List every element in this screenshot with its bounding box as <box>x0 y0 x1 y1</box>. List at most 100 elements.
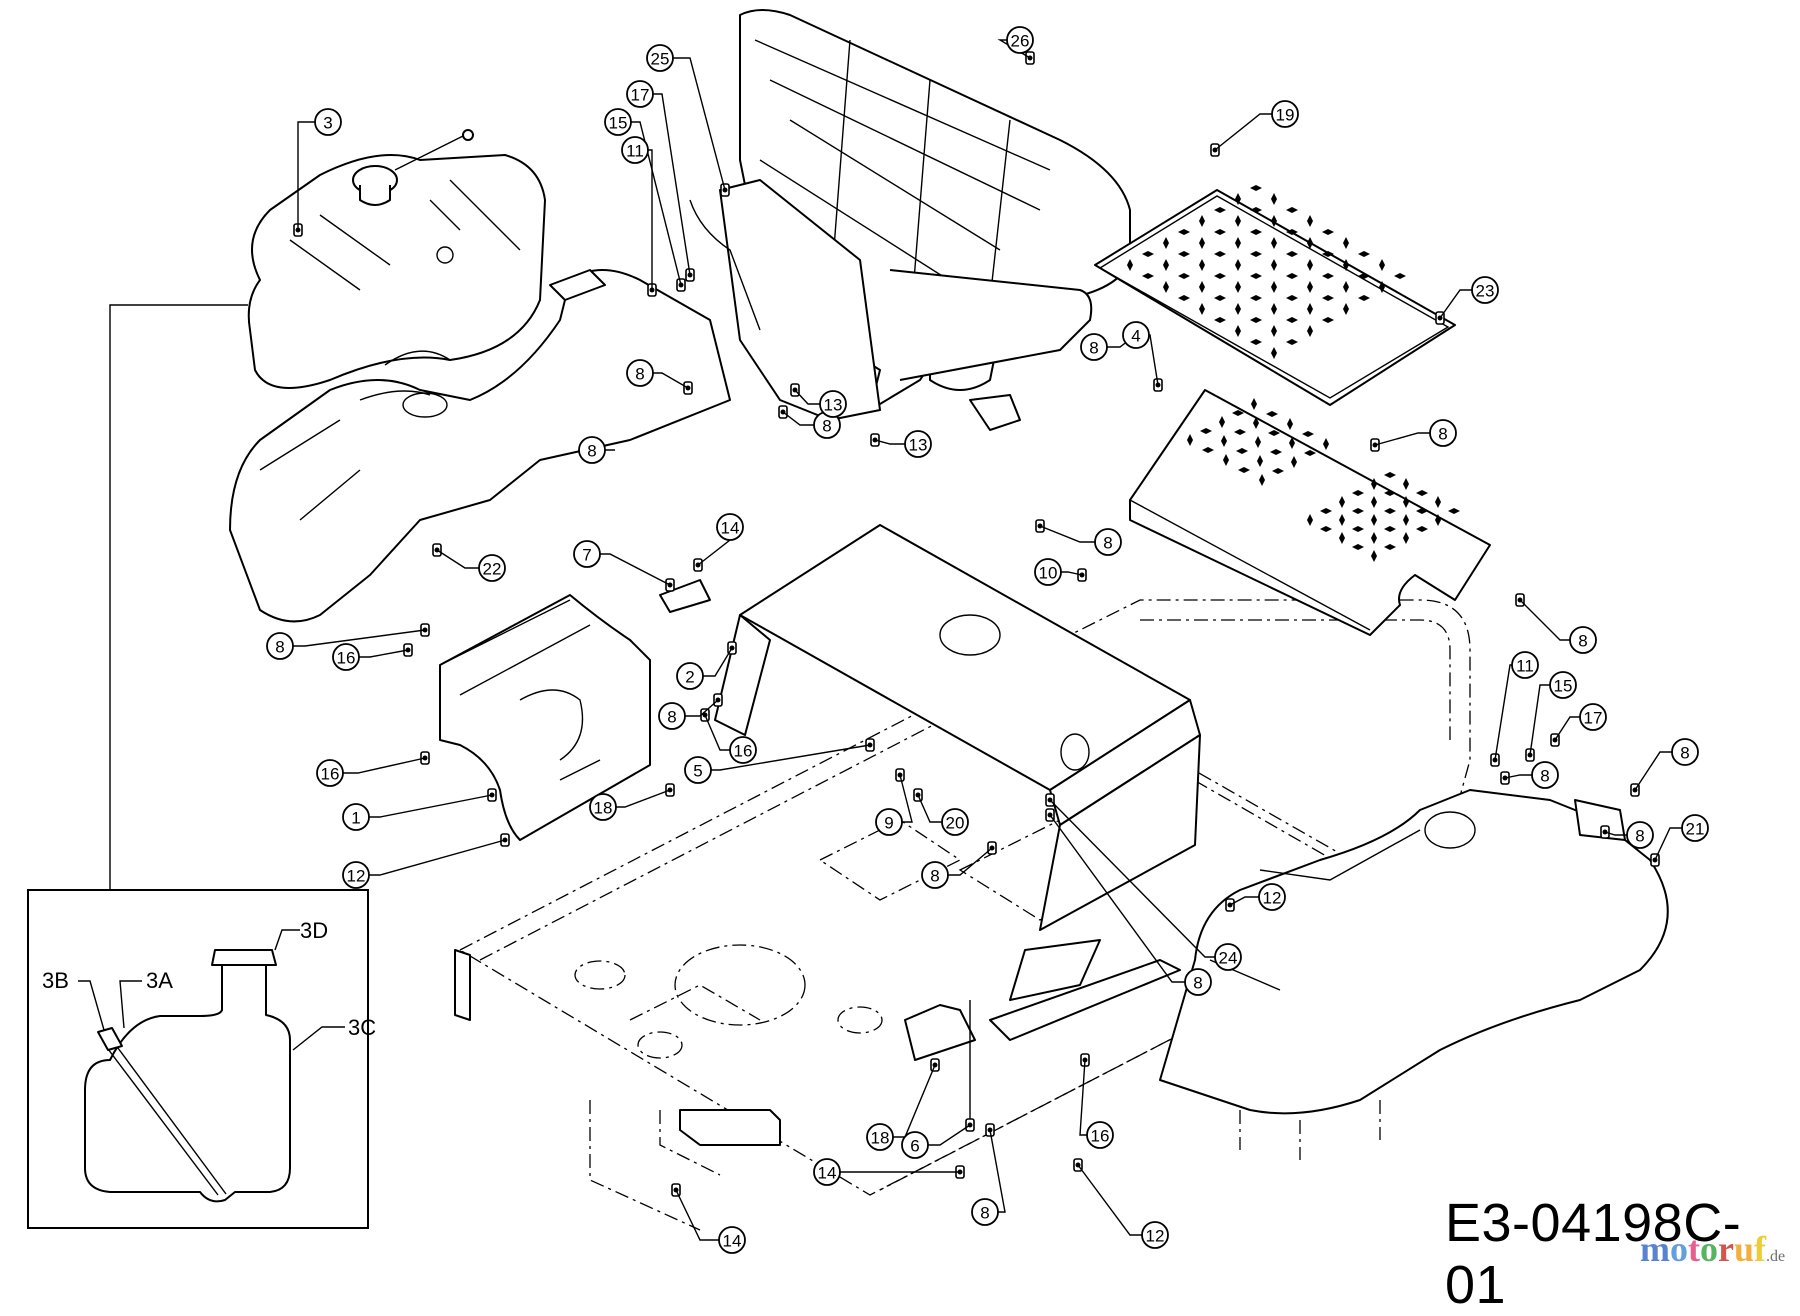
leader-tip-c17a <box>687 272 693 278</box>
callout-c24: 24 <box>1214 943 1242 971</box>
fuel-tank <box>247 129 546 389</box>
tread-diamond <box>1250 229 1262 235</box>
tread-diamond <box>1178 251 1190 257</box>
callout-number: 18 <box>594 799 613 818</box>
tread-diamond <box>1403 496 1409 508</box>
tread-diamond <box>1200 428 1212 434</box>
callout-number: 24 <box>1219 949 1238 968</box>
callout-number: 14 <box>723 1232 742 1251</box>
callout-c8b: 8 <box>578 436 606 464</box>
tread-diamond <box>1307 514 1313 526</box>
tread-diamond <box>1352 490 1364 496</box>
callout-c11a: 11 <box>621 136 649 164</box>
callout-number: 1 <box>351 809 360 828</box>
watermark-char: t <box>1688 1229 1700 1269</box>
leader-line-c12c <box>1077 1164 1155 1236</box>
callout-c12c: 12 <box>1141 1221 1169 1249</box>
tread-diamond <box>1358 251 1370 257</box>
callout-circle <box>1006 26 1034 54</box>
tread-diamond <box>1142 251 1154 257</box>
tread-diamond <box>1238 467 1250 473</box>
tread-diamond <box>1214 317 1226 323</box>
callout-circle <box>921 861 949 889</box>
callout-circle <box>1429 419 1457 447</box>
callout-number: 12 <box>1146 1227 1165 1246</box>
tread-diamond <box>1286 273 1298 279</box>
tread-diamond <box>1235 259 1241 271</box>
callout-number: 8 <box>667 708 676 727</box>
callout-number: 19 <box>1276 106 1295 125</box>
callout-c14c: 14 <box>718 1226 746 1254</box>
callout-c12a: 12 <box>342 861 370 889</box>
tread-diamond <box>1291 456 1297 468</box>
tread-diamond <box>1307 281 1313 293</box>
leader-tip-c8c <box>780 409 786 415</box>
tread-diamond <box>1307 325 1313 337</box>
callout-circle <box>626 80 654 108</box>
tread-diamond <box>1253 417 1259 429</box>
callout-circle <box>1086 1121 1114 1149</box>
callout-c26: 26 <box>1006 26 1034 54</box>
leader-tip-c8a <box>685 385 691 391</box>
callout-c8o: 8 <box>971 1198 999 1226</box>
callout-c9: 9 <box>875 808 903 836</box>
callout-circle <box>314 108 342 136</box>
tread-diamond <box>1286 295 1298 301</box>
callout-c16c: 16 <box>729 736 757 764</box>
tread-diamond <box>1320 526 1332 532</box>
tread-diamond <box>1271 303 1277 315</box>
callout-c16d: 16 <box>1086 1121 1114 1149</box>
tread-diamond <box>1214 273 1226 279</box>
callout-circle <box>578 436 606 464</box>
leader-tip-c8i <box>715 697 721 703</box>
tread-diamond <box>1250 251 1262 257</box>
inset-label-3b: 3B <box>42 968 69 993</box>
tread-diamond <box>1403 478 1409 490</box>
callout-c14a: 14 <box>716 513 744 541</box>
callout-c5: 5 <box>684 756 712 784</box>
tread-diamond <box>1448 508 1460 514</box>
tread-diamond <box>1223 454 1229 466</box>
tread-diamond <box>1199 281 1205 293</box>
callout-circle <box>729 736 757 764</box>
tread-diamond <box>1322 317 1334 323</box>
tread-diamond <box>1259 474 1265 486</box>
callout-circle <box>718 1226 746 1254</box>
tread-diamond <box>1286 229 1298 235</box>
leader-tip-c14a <box>695 562 701 568</box>
floor-pan <box>1129 389 1491 636</box>
tread-diamond <box>1343 259 1349 271</box>
tread-diamond <box>1142 273 1154 279</box>
callout-number: 2 <box>685 668 694 687</box>
callout-number: 26 <box>1011 32 1030 51</box>
leader-tip-c12c <box>1075 1162 1081 1168</box>
leader-tip-c13b <box>872 437 878 443</box>
callout-c19: 19 <box>1271 100 1299 128</box>
leader-tip-c8h <box>422 627 428 633</box>
callout-c15b: 15 <box>1549 671 1577 699</box>
tread-diamond <box>1272 468 1284 474</box>
callout-circle <box>1671 738 1699 766</box>
leader-tip-c16b <box>422 755 428 761</box>
leader-tip-c8m <box>989 845 995 851</box>
leader-line-c1 <box>356 794 493 818</box>
callout-number: 8 <box>635 365 644 384</box>
leader-tip-c25 <box>722 187 728 193</box>
callout-c7: 7 <box>573 540 601 568</box>
callout-circle <box>1569 626 1597 654</box>
leader-tip-c8o <box>987 1127 993 1133</box>
tread-diamond <box>1163 281 1169 293</box>
leader-tip-c16d <box>1082 1057 1088 1063</box>
callout-c13a: 13 <box>819 390 847 418</box>
callout-number: 15 <box>609 114 628 133</box>
callout-c21: 21 <box>1681 814 1709 842</box>
callout-number: 5 <box>693 762 702 781</box>
callout-bubbles: 3111517252619234888888888888888131314141… <box>266 26 1709 1254</box>
leader-tip-c15b <box>1527 752 1533 758</box>
leader-tip-c23 <box>1437 315 1443 321</box>
callout-circle <box>1141 1221 1169 1249</box>
watermark-char: m <box>1640 1229 1670 1269</box>
tread-diamond <box>1352 544 1364 550</box>
leader-tip-c12b <box>1227 902 1233 908</box>
tread-diamond <box>1287 418 1293 430</box>
